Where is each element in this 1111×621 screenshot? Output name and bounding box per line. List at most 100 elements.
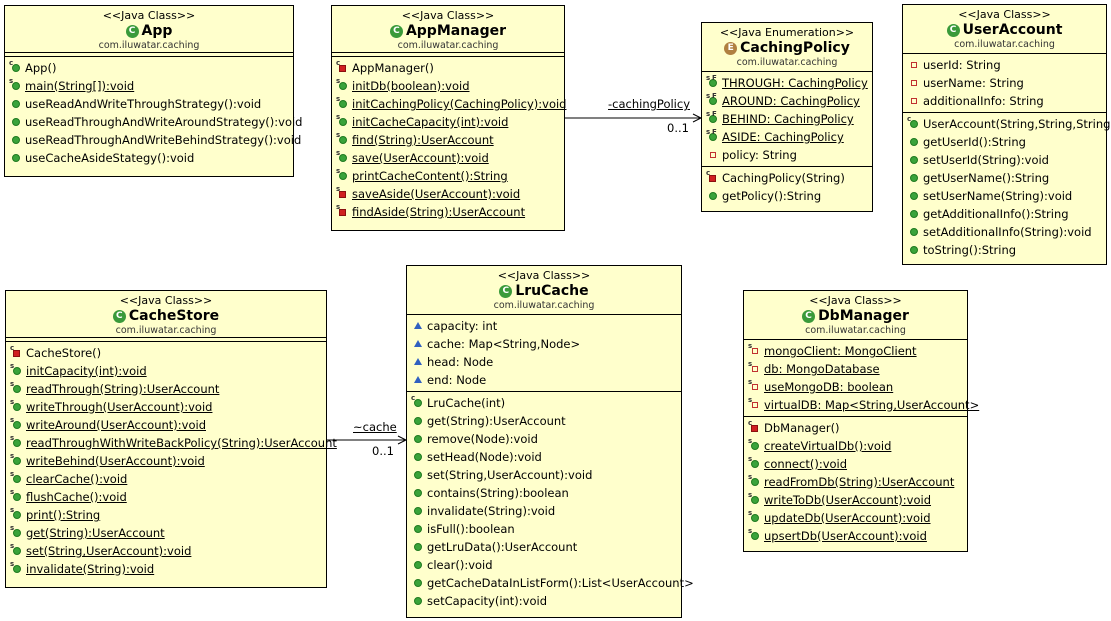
method-row[interactable]: toString():String (903, 241, 1106, 259)
field-row[interactable]: userName: String (903, 74, 1106, 92)
field-row[interactable]: policy: String (702, 146, 872, 164)
method-row[interactable]: contains(String):boolean (407, 484, 681, 502)
method-row[interactable]: remove(Node):void (407, 430, 681, 448)
method-row[interactable]: invalidate(String):void (407, 502, 681, 520)
field-row[interactable]: capacity: int (407, 317, 681, 335)
public-method-icon: s (336, 150, 348, 163)
method-row[interactable]: getUserId():String (903, 133, 1106, 151)
method-row[interactable]: setUserName(String):void (903, 187, 1106, 205)
method-row[interactable]: getLruData():UserAccount (407, 538, 681, 556)
method-row[interactable]: setUserId(String):void (903, 151, 1106, 169)
field-row[interactable]: userId: String (903, 56, 1106, 74)
method-signature: writeToDb(UserAccount):void (764, 493, 932, 507)
field-row[interactable]: additionalInfo: String (903, 92, 1106, 110)
method-row[interactable]: useReadThroughAndWriteAroundStrategy():v… (5, 113, 302, 131)
method-row[interactable]: useCacheAsideStategy():void (5, 149, 293, 167)
public-method-icon: s (10, 471, 22, 484)
method-row[interactable]: setHead(Node):void (407, 448, 681, 466)
method-row[interactable]: getCacheDataInListForm():List<UserAccoun… (407, 574, 694, 592)
public-method-icon: s (336, 96, 348, 109)
method-row[interactable]: isFull():boolean (407, 520, 681, 538)
field-row[interactable]: head: Node (407, 353, 681, 371)
method-row[interactable]: clear():void (407, 556, 681, 574)
method-signature: useReadThroughAndWriteBehindStrategy():v… (25, 133, 302, 147)
association-name-cachingpolicy: -cachingPolicy (608, 97, 690, 111)
method-row[interactable]: setAdditionalInfo(String):void (903, 223, 1106, 241)
method-row[interactable]: useReadAndWriteThroughStrategy():void (5, 95, 293, 113)
empty-field-compartment (5, 52, 293, 57)
class-name: App (141, 23, 173, 39)
method-row[interactable]: getUserName():String (903, 169, 1106, 187)
method-signature: setHead(Node):void (427, 450, 542, 464)
method-row[interactable]: setCapacity(int):void (407, 592, 681, 610)
public-constructor-icon: c (9, 60, 21, 73)
field-signature: head: Node (427, 355, 494, 369)
method-signature: getCacheDataInListForm():List<UserAccoun… (427, 576, 694, 590)
method-row[interactable]: getPolicy():String (702, 187, 872, 205)
method-row[interactable]: useReadThroughAndWriteBehindStrategy():v… (5, 131, 301, 149)
method-signature: readFromDb(String):UserAccount (764, 475, 955, 489)
method-signature: setUserId(String):void (923, 153, 1049, 167)
public-method-icon (11, 153, 21, 163)
field-row[interactable]: cache: Map<String,Node> (407, 335, 681, 353)
method-signature: invalidate(String):void (427, 504, 556, 518)
method-row[interactable]: get(String):UserAccount (407, 412, 681, 430)
method-row[interactable]: getAdditionalInfo():String (903, 205, 1106, 223)
field-row[interactable]: end: Node (407, 371, 681, 389)
method-row[interactable]: set(String,UserAccount):void (407, 466, 681, 484)
public-method-icon: s (10, 561, 22, 574)
field-signature: userId: String (923, 58, 1001, 72)
